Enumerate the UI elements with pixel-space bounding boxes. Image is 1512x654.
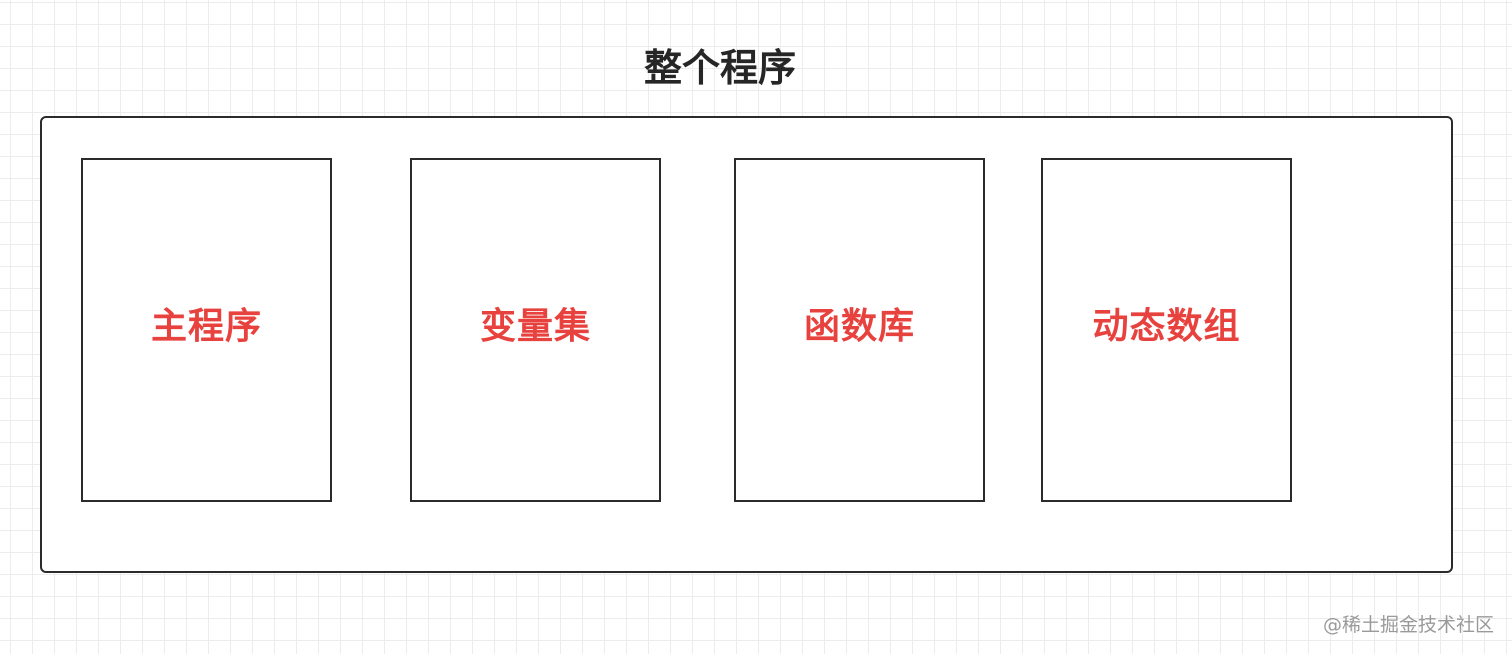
module-label: 变量集 xyxy=(479,306,591,347)
module-label: 动态数组 xyxy=(1092,306,1241,347)
diagram-title: 整个程序 xyxy=(643,46,796,90)
module-function-library: 函数库 xyxy=(734,158,985,502)
module-label: 主程序 xyxy=(150,306,262,347)
module-dynamic-array: 动态数组 xyxy=(1041,158,1292,502)
module-variable-set: 变量集 xyxy=(410,158,661,502)
module-label: 函数库 xyxy=(803,306,915,347)
module-main-program: 主程序 xyxy=(81,158,332,502)
watermark: @稀土掘金技术社区 xyxy=(1322,614,1494,636)
